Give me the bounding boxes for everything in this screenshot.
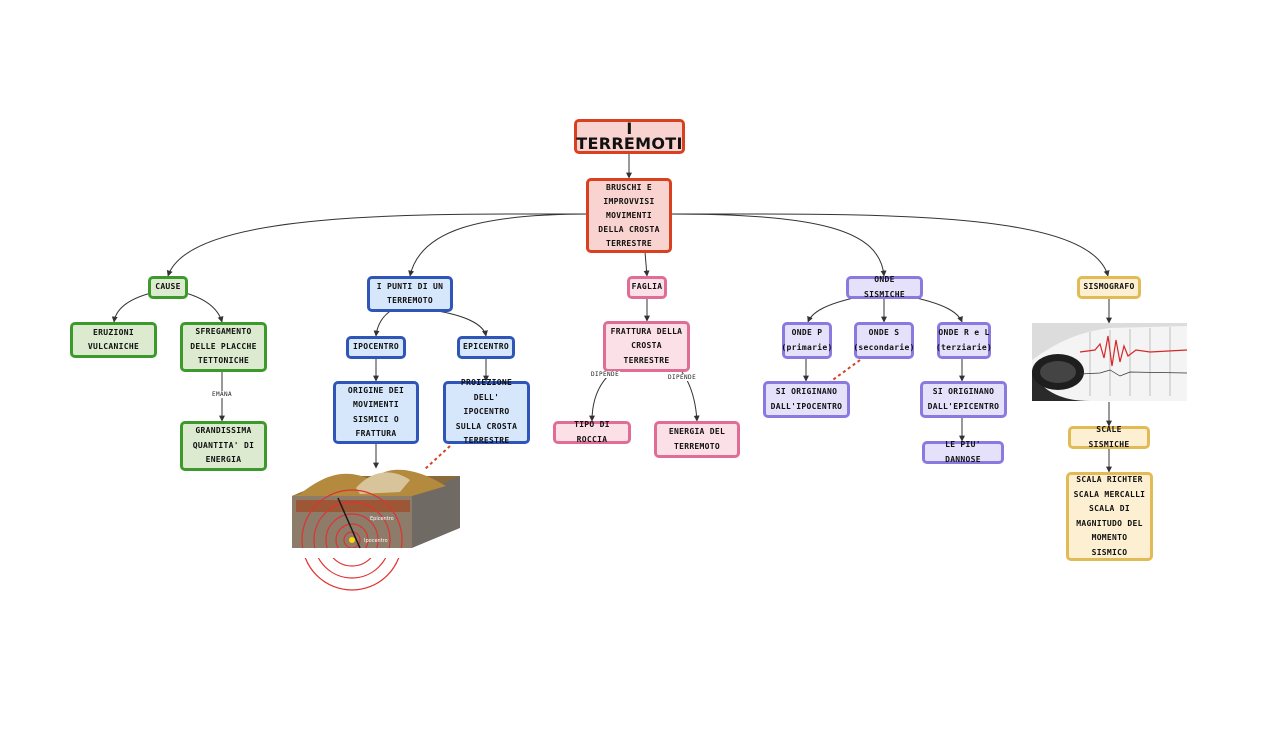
node-frattura: FRATTURA DELLA CROSTA TERRESTRE <box>603 321 690 372</box>
node-energia-terremoto-text: ENERGIA DEL TERREMOTO <box>668 427 726 451</box>
node-epicentro-text: EPICENTRO <box>462 342 510 352</box>
node-cause-text: CAUSE <box>155 282 181 292</box>
node-scale-list-text: SCALA RICHTER SCALA MERCALLI SCALA DI MA… <box>1073 475 1146 557</box>
node-onde-rl: ONDE R e L (terziarie) <box>935 322 993 359</box>
node-frattura-text: FRATTURA DELLA CROSTA TERRESTRE <box>610 326 683 365</box>
node-proiezione: PROIEZIONE DELL' IPOCENTRO SULLA CROSTA … <box>443 378 530 445</box>
edge-punti-ipocentro <box>373 309 393 337</box>
node-faglia: FAGLIA <box>627 276 667 299</box>
node-onde-p-text: ONDE P (primarie) <box>781 328 833 352</box>
node-ipocentro: IPOCENTRO <box>346 336 406 359</box>
node-title: I TERREMOTI <box>574 119 685 154</box>
node-faglia-text: FAGLIA <box>631 282 663 292</box>
node-roccia-text: TIPO DI ROCCIA <box>574 420 610 444</box>
edge-label-dipende-1: DIPENDE <box>590 371 621 378</box>
node-onde-s: ONDE S (secondarie) <box>853 322 915 359</box>
node-onde-p: ONDE P (primarie) <box>781 322 833 359</box>
edge-label-dipende-2: DIPENDE <box>667 374 698 381</box>
node-ipocentro-origin: SI ORIGINANO DALL'IPOCENTRO <box>763 381 850 418</box>
node-eruzioni-text: ERUZIONI VULCANICHE <box>87 327 140 352</box>
node-epicentro: EPICENTRO <box>457 336 515 359</box>
node-epicentro-origin: SI ORIGINANO DALL'EPICENTRO <box>920 381 1007 418</box>
edge-punti-epicentro <box>431 309 488 337</box>
node-origine: ORIGINE DEI MOVIMENTI SISMICI O FRATTURA <box>333 381 419 444</box>
node-origine-text: ORIGINE DEI MOVIMENTI SISMICI O FRATTURA <box>347 385 405 439</box>
node-dannose-text: LE PIU' DANNOSE <box>945 440 981 464</box>
node-punti: I PUNTI DI UN TERREMOTO <box>367 276 453 312</box>
svg-text:Ipocentro: Ipocentro <box>364 538 388 544</box>
edge-def-onde <box>667 213 887 277</box>
node-onde-s-text: ONDE S (secondarie) <box>853 328 915 352</box>
seismograph-image <box>1032 323 1188 401</box>
edge-def-cause <box>166 213 591 277</box>
edge-onde-rl <box>911 296 963 323</box>
node-onde-text: ONDE SISMICHE <box>864 275 905 299</box>
edge-def-faglia <box>643 251 650 277</box>
dashed-link-onde-s <box>829 359 861 383</box>
node-eruzioni: ERUZIONI VULCANICHE <box>70 322 157 358</box>
node-definition-text: BRUSCHI E IMPROVVISI MOVIMENTI DELLA CRO… <box>598 182 660 248</box>
node-punti-text: I PUNTI DI UN TERREMOTO <box>376 281 444 306</box>
node-sismografo: SISMOGRAFO <box>1077 276 1141 299</box>
edge-def-punti <box>408 213 591 277</box>
earthquake-crust-image: Epicentro Ipocentro <box>292 469 460 591</box>
node-dannose: LE PIU' DANNOSE <box>922 440 1004 464</box>
node-onde: ONDE SISMICHE <box>846 275 923 299</box>
svg-text:Epicentro: Epicentro <box>370 516 394 522</box>
edge-def-sismografo <box>667 213 1110 277</box>
node-title-text: I TERREMOTI <box>576 119 683 153</box>
node-proiezione-text: PROIEZIONE DELL' IPOCENTRO SULLA CROSTA … <box>455 378 518 446</box>
node-roccia: TIPO DI ROCCIA <box>553 420 631 444</box>
node-scale: SCALE SISMICHE <box>1068 425 1150 449</box>
node-definition: BRUSCHI E IMPROVVISI MOVIMENTI DELLA CRO… <box>586 178 672 253</box>
node-scale-text: SCALE SISMICHE <box>1088 425 1130 449</box>
node-sismografo-text: SISMOGRAFO <box>1083 282 1135 292</box>
node-epicentro-origin-text: SI ORIGINANO DALL'EPICENTRO <box>927 387 1000 411</box>
node-energia-terremoto: ENERGIA DEL TERREMOTO <box>654 421 740 458</box>
node-sfregamento-text: SFREGAMENTO DELLE PLACCHE TETTONICHE <box>190 327 257 366</box>
node-sfregamento: SFREGAMENTO DELLE PLACCHE TETTONICHE <box>180 322 267 372</box>
edge-frattura-roccia <box>589 371 613 422</box>
dashed-link-proiezione <box>423 445 451 471</box>
node-cause: CAUSE <box>148 276 188 299</box>
node-onde-rl-text: ONDE R e L (terziarie) <box>935 328 993 352</box>
edge-onde-p <box>807 296 859 323</box>
node-ipocentro-text: IPOCENTRO <box>352 342 400 352</box>
node-energia-grande: GRANDISSIMA QUANTITA' DI ENERGIA <box>180 421 267 471</box>
node-ipocentro-origin-text: SI ORIGINANO DALL'IPOCENTRO <box>770 387 843 411</box>
edge-cause-sfregamento <box>181 291 224 323</box>
node-scale-list: SCALA RICHTER SCALA MERCALLI SCALA DI MA… <box>1066 472 1153 561</box>
edge-label-emana: EMANA <box>211 391 234 398</box>
node-energia-grande-text: GRANDISSIMA QUANTITA' DI ENERGIA <box>192 426 255 465</box>
